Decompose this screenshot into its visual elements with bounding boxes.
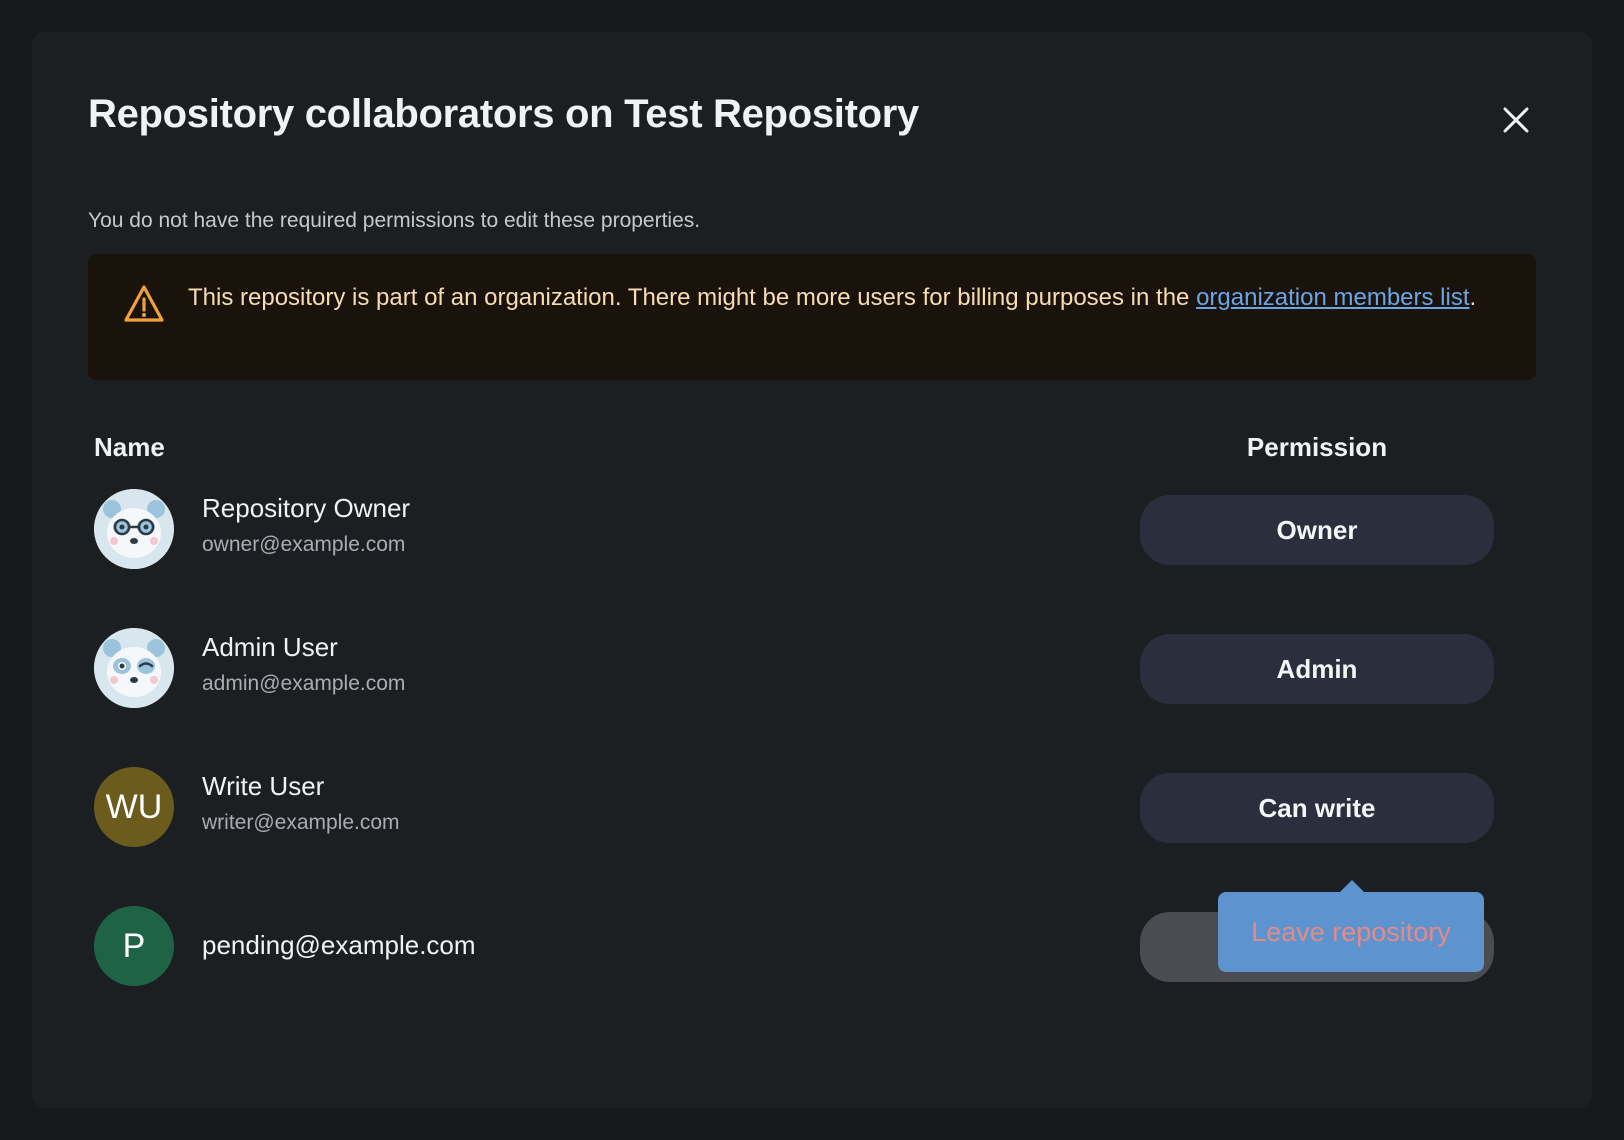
notice-text: This repository is part of an organizati… (188, 280, 1488, 316)
permission-button[interactable]: Owner (1140, 495, 1494, 565)
collaborator-email: owner@example.com (202, 533, 406, 556)
panda-wink-icon (94, 628, 174, 708)
collaborator-row: WU Write User writer@example.com Can wri… (94, 767, 1494, 847)
collaborator-email: pending@example.com (202, 930, 476, 960)
collaborator-name: Admin User (202, 632, 338, 662)
avatar (94, 628, 174, 708)
dialog-title: Repository collaborators on Test Reposit… (88, 92, 919, 136)
column-header-permission: Permission (1246, 432, 1388, 462)
permission-button[interactable]: Admin (1140, 634, 1494, 704)
close-icon (1503, 107, 1529, 133)
notice-message: This repository is part of an organizati… (188, 284, 1197, 311)
organization-members-link[interactable]: organization members list (1196, 284, 1470, 311)
warning-triangle-icon (124, 285, 164, 322)
avatar (94, 489, 174, 569)
leave-repository-button[interactable]: Leave repository (1218, 892, 1484, 972)
permission-button[interactable]: Can write (1140, 773, 1494, 843)
avatar-initials: WU (105, 787, 163, 826)
collaborator-row: Admin User admin@example.com Admin (94, 628, 1494, 708)
notice-suffix: . (1469, 284, 1477, 311)
close-button[interactable] (1492, 96, 1540, 144)
dialog-subtitle: You do not have the required permissions… (88, 209, 701, 232)
avatar-initials: P (122, 926, 146, 965)
collaborator-email: writer@example.com (202, 811, 400, 834)
collaborator-name: Repository Owner (202, 493, 411, 523)
column-header-name: Name (94, 432, 165, 462)
tooltip-arrow (1340, 880, 1364, 892)
avatar: WU (94, 767, 174, 847)
avatar: P (94, 906, 174, 986)
panda-glasses-icon (94, 489, 174, 569)
organization-notice: This repository is part of an organizati… (88, 254, 1536, 380)
collaborator-email: admin@example.com (202, 672, 406, 695)
collaborator-name: Write User (202, 771, 325, 801)
collaborator-row: Repository Owner owner@example.com Owner (94, 489, 1494, 569)
